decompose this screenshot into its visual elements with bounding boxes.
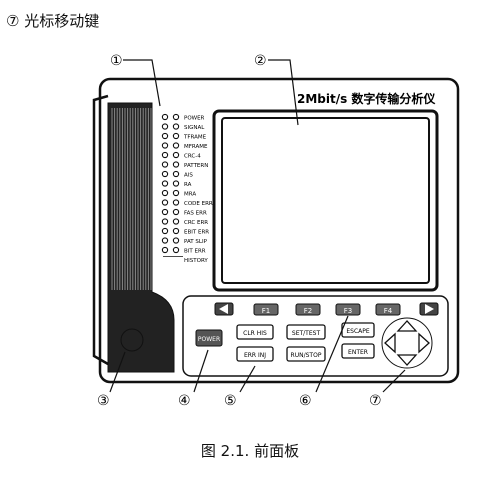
callout-5: ⑤ [224,393,237,409]
callout-3-target [120,328,144,352]
indicator-led [172,208,180,216]
cursor-up-key[interactable] [396,320,418,332]
indicator-label: CODE ERR [184,201,213,207]
indicator-led [172,218,180,225]
indicator-led [172,189,180,197]
clr-his-button[interactable]: CLR HIS [236,324,274,340]
function-key-f4[interactable]: F4 [375,303,401,316]
screen-display [221,117,430,284]
indicator-led [161,113,169,121]
function-key-f2[interactable]: F2 [295,303,321,316]
function-key-label: F2 [304,307,312,315]
run-stop-label: RUN/STOP [291,352,322,359]
device-handle [92,94,109,366]
indicator-led [172,199,180,206]
callout-3: ③ [97,393,110,409]
indicator-label: HISTORY [184,258,208,264]
indicator-led [161,237,169,244]
indicator-led [161,161,169,168]
indicator-led [161,189,169,197]
clr-his-label: CLR HIS [243,330,267,337]
indicator-led [172,227,180,235]
indicator-led [172,123,180,130]
indicator-label: EBIT ERR [184,229,209,235]
indicator-label: SIGNAL [184,125,205,131]
function-key-label: F3 [344,307,352,315]
indicator-label: MFRAME [184,144,208,150]
indicator-label: BIT ERR [184,248,206,254]
left-arrow-icon [219,304,228,314]
indicator-label: CRC-4 [184,153,201,159]
callout-6-leader [315,315,349,393]
err-inj-label: ERR INJ [244,352,266,359]
callout-1: ① [110,53,123,69]
section-heading: ⑦ 光标移动键 [6,12,100,30]
escape-button[interactable]: ESCAPE [341,322,375,338]
escape-label: ESCAPE [346,328,370,335]
callout-2-leader [268,59,299,126]
indicator-led [161,151,169,159]
right-arrow-icon [425,304,434,314]
indicator-led [172,132,180,140]
callout-7-leader [382,369,406,393]
indicator-led [161,142,169,149]
indicator-led [172,151,180,159]
indicator-led [161,208,169,216]
indicator-led [172,180,180,187]
indicator-led [161,132,169,140]
figure-caption: 图 2.1. 前面板 [200,442,300,460]
indicator-led [161,180,169,187]
callout-4: ④ [178,393,191,409]
device-title: 2Mbit/s 数字传输分析仪 [297,91,436,106]
function-key-f1[interactable]: F1 [253,303,279,316]
indicator-label: TFRAME [183,134,207,140]
power-button-label: POWER [198,336,220,343]
indicator-led [172,170,180,178]
indicator-label: PATTERN [184,163,208,169]
callout-5-leader [239,365,256,393]
indicator-led [172,142,180,149]
callout-2: ② [254,53,267,69]
callout-6: ⑥ [299,393,312,409]
indicator-led [161,123,169,130]
indicator-led [172,237,180,244]
err-inj-button[interactable]: ERR INJ [236,346,274,362]
cursor-down-key[interactable] [396,354,418,366]
callout-4-leader [193,349,209,393]
callout-7: ⑦ [369,393,382,409]
indicator-label: MRA [184,191,196,197]
function-key-label: F1 [262,307,270,315]
indicator-label: FAS ERR [184,210,207,216]
indicator-label: CRC ERR [184,220,208,226]
set-test-button[interactable]: SET/TEST [286,324,326,340]
function-key-label: F4 [384,307,393,315]
enter-button[interactable]: ENTER [341,343,375,359]
indicator-label: POWER [184,115,205,121]
cursor-key-cluster [381,317,433,369]
indicator-led [161,246,169,254]
enter-label: ENTER [348,349,368,356]
indicator-led [161,227,169,235]
indicator-label: AIS [184,172,193,178]
run-stop-button[interactable]: RUN/STOP [286,346,326,362]
indicator-label: RA [184,182,192,188]
indicator-led [172,113,180,121]
indicator-led [161,218,169,225]
indicator-led [172,161,180,168]
callout-3-leader [109,351,126,393]
callout-1-leader [123,59,161,107]
indicator-led [161,199,169,206]
cursor-right-key[interactable] [418,332,430,354]
indicator-label: PAT SLIP [184,239,208,245]
power-button[interactable]: POWER [195,329,223,347]
indicator-led [161,170,169,178]
function-key-f3[interactable]: F3 [335,303,361,316]
indicator-led [172,246,180,254]
cursor-left-key[interactable] [384,332,396,354]
set-test-label: SET/TEST [292,330,321,337]
